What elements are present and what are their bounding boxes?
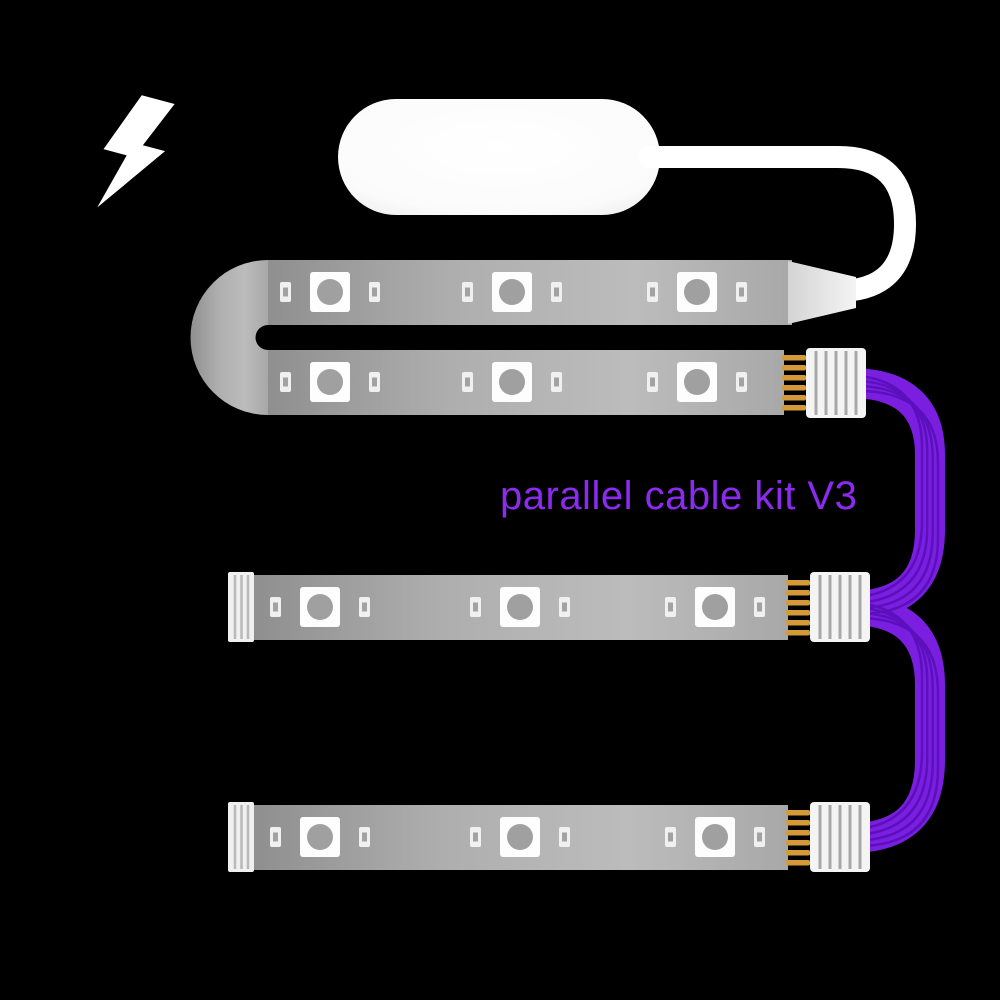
ribbon-strands [841,373,940,848]
lightning-bolt-icon [97,95,175,208]
led-strip-2 [226,570,872,644]
gold-pins [786,810,810,866]
ribbon-segment-2 [835,595,945,853]
folded-led-strip [190,260,868,420]
connector-block [808,800,872,874]
strip-bend [190,260,268,415]
gold-pins [786,580,810,636]
led-strip-3 [226,800,872,874]
solder-pad-end [226,570,256,644]
gold-pins [782,355,806,411]
controller-capsule [338,99,660,215]
connector-block [804,346,868,420]
connector-block [808,570,872,644]
ribbon-segment-1 [835,368,945,621]
caption: parallel cable kit V3 [500,474,858,518]
controller-output-cable [639,146,917,302]
parallel-ribbon-cable [835,368,945,853]
power-source [97,95,660,215]
solder-pad-end [226,800,256,874]
strip-end-taper [788,261,856,324]
